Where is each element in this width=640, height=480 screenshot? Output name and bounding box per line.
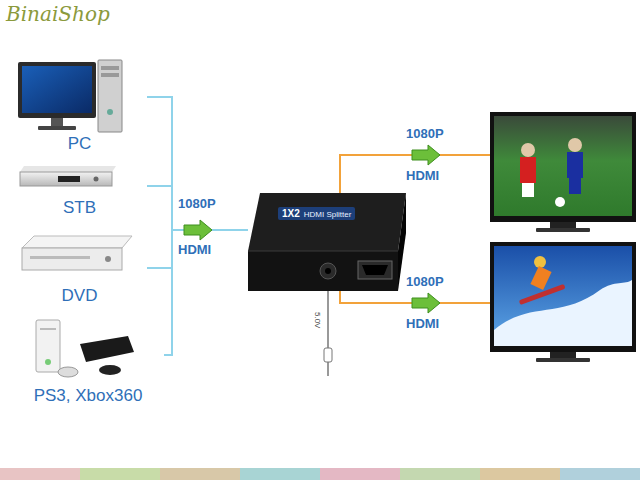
green-arrow xyxy=(184,145,440,313)
console-illustration xyxy=(36,320,134,377)
dvd-illustration xyxy=(22,236,132,270)
rect-shape xyxy=(550,352,576,358)
rect-shape xyxy=(522,183,534,197)
rect-shape xyxy=(18,62,96,118)
pc-illustration xyxy=(18,60,122,132)
source-device: PS3, Xbox360 xyxy=(12,318,164,406)
device-label: STB xyxy=(63,198,96,218)
polyline-shape xyxy=(340,155,490,193)
rect-shape xyxy=(101,66,119,70)
rect-shape xyxy=(58,176,80,182)
circle-shape xyxy=(320,263,336,279)
rect-shape xyxy=(324,348,332,362)
rect-shape xyxy=(22,66,92,113)
rect-shape xyxy=(494,246,632,346)
line-shape xyxy=(248,251,398,252)
polygon-shape xyxy=(20,166,116,172)
device-name: HDMI Splitter xyxy=(304,210,352,219)
rect-shape xyxy=(320,468,400,480)
circle-shape xyxy=(45,359,51,365)
splitter-tag: 1X2 HDMI Splitter xyxy=(278,207,355,220)
hdmi-input-line xyxy=(164,230,248,355)
rect-shape xyxy=(550,222,576,228)
resolution-label: 1080P xyxy=(406,274,444,290)
source-device: STB xyxy=(12,160,147,218)
resolution-label: 1080P xyxy=(178,196,216,212)
rect-shape xyxy=(22,248,122,270)
hdmi-input-line xyxy=(147,230,248,268)
tv-top xyxy=(490,112,636,232)
voltage-label: 5.0V xyxy=(312,312,322,328)
circle-shape xyxy=(107,109,113,115)
device-label: PS3, Xbox360 xyxy=(34,386,143,406)
rect-shape xyxy=(248,251,398,291)
rect-shape xyxy=(519,284,566,305)
interface-label: HDMI xyxy=(406,168,439,184)
path-shape xyxy=(494,280,632,346)
interface-label: HDMI xyxy=(406,316,439,332)
port-count: 1X2 xyxy=(282,208,300,219)
rect-shape xyxy=(400,468,480,480)
rect-shape xyxy=(530,266,551,290)
footer-stripes xyxy=(0,468,640,480)
device-label: DVD xyxy=(62,286,98,306)
rect-shape xyxy=(494,116,632,216)
source-device: DVD xyxy=(12,226,147,306)
rect-shape xyxy=(160,468,240,480)
circle-shape xyxy=(521,143,535,157)
ellipse-shape xyxy=(58,367,78,377)
polygon-shape xyxy=(248,193,406,251)
rect-shape xyxy=(560,468,640,480)
polygon-shape xyxy=(22,236,132,248)
resolution-label: 1080P xyxy=(406,126,444,142)
rect-shape xyxy=(520,157,536,183)
interface-label: HDMI xyxy=(178,242,211,258)
rect-shape xyxy=(569,178,581,194)
circle-shape xyxy=(325,268,331,274)
rect-shape xyxy=(40,328,56,330)
watermark: BinaiShop xyxy=(6,2,110,26)
tv-bottom xyxy=(490,242,636,362)
rect-shape xyxy=(490,112,636,222)
polygon-shape xyxy=(184,220,212,240)
circle-shape xyxy=(105,256,111,262)
rect-shape xyxy=(30,256,90,259)
rect-shape xyxy=(358,261,392,279)
rect-shape xyxy=(98,60,122,132)
rect-shape xyxy=(536,228,590,232)
rect-shape xyxy=(240,468,320,480)
rect-shape xyxy=(536,358,590,362)
rect-shape xyxy=(20,172,112,186)
circle-shape xyxy=(568,138,582,152)
polygon-shape xyxy=(412,293,440,313)
rect-shape xyxy=(0,468,80,480)
hdmi-input-line xyxy=(147,186,248,230)
rect-shape xyxy=(38,126,76,130)
hdmi-input-line xyxy=(147,97,248,230)
rect-shape xyxy=(80,468,160,480)
circle-shape xyxy=(534,256,546,268)
rect-shape xyxy=(480,468,560,480)
polygon-shape xyxy=(80,336,134,362)
line-shape xyxy=(327,362,329,376)
rect-shape xyxy=(490,242,636,352)
rect-shape xyxy=(567,152,583,178)
splitter-node: 1X2 HDMI Splitter xyxy=(248,193,406,291)
polygon-shape xyxy=(398,193,406,291)
rect-shape xyxy=(36,320,60,372)
circle-shape xyxy=(94,177,99,182)
polygon-shape xyxy=(362,265,388,275)
device-label: PC xyxy=(68,134,92,154)
polygon-shape xyxy=(412,145,440,165)
rect-shape xyxy=(51,118,63,126)
source-device: PC xyxy=(12,58,147,154)
circle-shape xyxy=(555,197,565,207)
stb-illustration xyxy=(20,166,116,186)
power-cable xyxy=(324,280,332,376)
ellipse-shape xyxy=(99,365,121,375)
rect-shape xyxy=(101,73,119,77)
